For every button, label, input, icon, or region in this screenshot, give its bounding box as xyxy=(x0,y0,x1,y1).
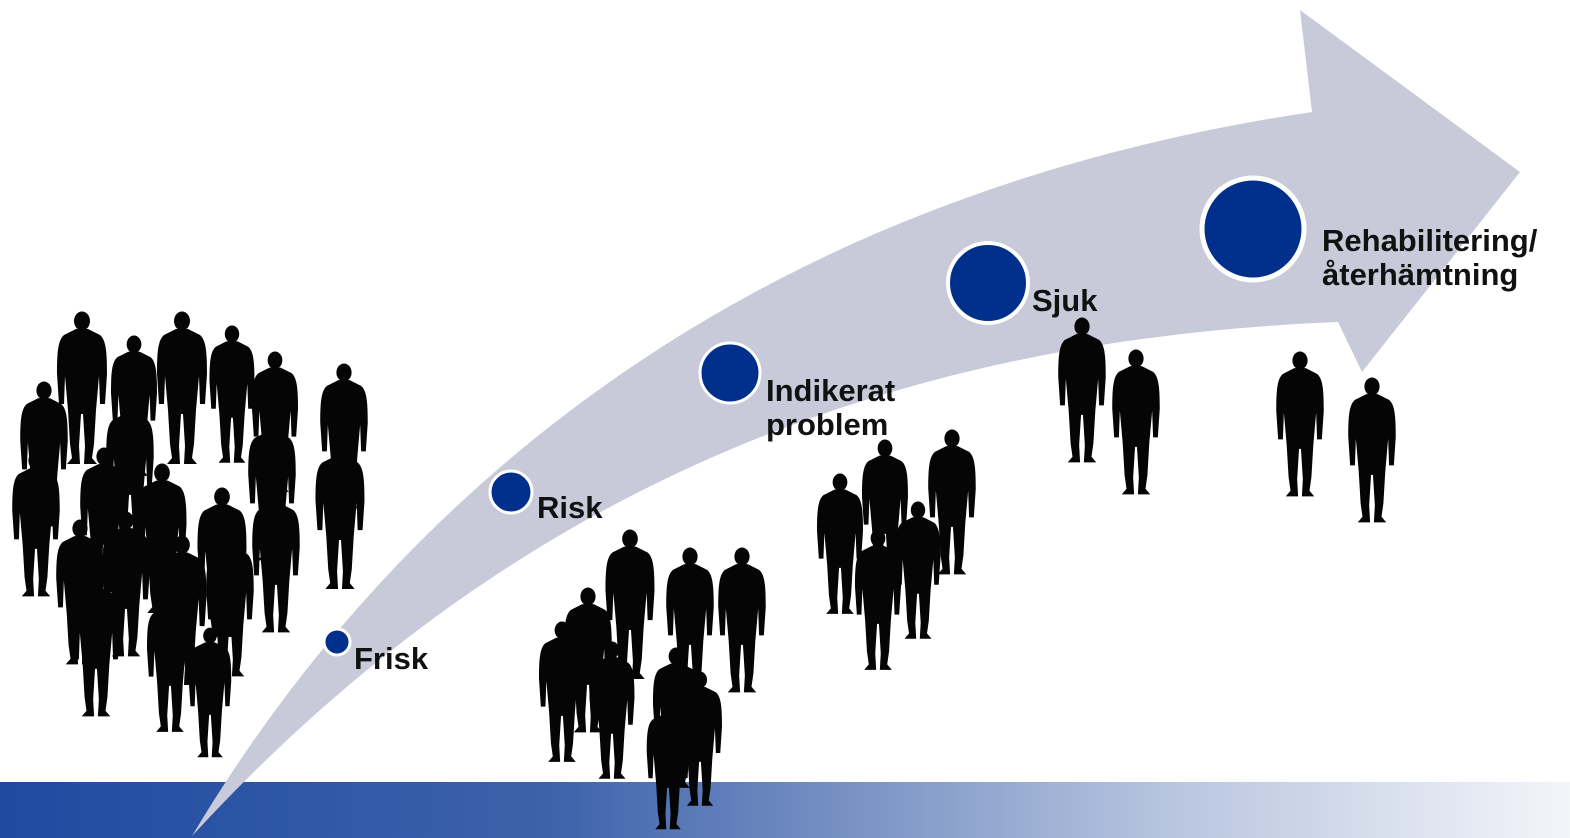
people-layer xyxy=(12,311,1396,830)
stage-dot-frisk xyxy=(322,627,352,657)
person-silhouette xyxy=(1112,349,1160,495)
stage-markers xyxy=(322,175,1307,657)
person-silhouette xyxy=(1058,317,1106,463)
person-silhouette xyxy=(147,591,193,732)
person-silhouette xyxy=(718,547,766,693)
people-group-rehab-pair xyxy=(1276,351,1396,523)
stage-label-frisk: Frisk xyxy=(354,641,429,676)
person-silhouette xyxy=(57,311,107,464)
person-silhouette xyxy=(817,473,863,614)
stage-label-sjuk: Sjuk xyxy=(1032,283,1098,318)
person-silhouette xyxy=(72,571,120,717)
person-silhouette xyxy=(646,699,690,830)
person-silhouette xyxy=(157,311,207,464)
person-silhouette xyxy=(678,671,722,806)
person-silhouette xyxy=(589,641,635,779)
stage-label-rehabilitering: Rehabilitering/ återhämtning xyxy=(1322,223,1538,292)
bottom-gradient-band xyxy=(0,782,1570,838)
people-group-indikerat-crowd xyxy=(817,429,976,670)
stage-dot-indikerat xyxy=(698,341,762,405)
person-silhouette xyxy=(209,325,255,463)
person-silhouette xyxy=(12,451,60,597)
person-silhouette xyxy=(252,487,300,633)
stage-dot-sjuk xyxy=(946,241,1030,325)
person-silhouette xyxy=(895,501,941,639)
people-group-sjuk-pair xyxy=(1058,317,1160,495)
people-group-frisk-crowd xyxy=(12,311,368,758)
person-silhouette xyxy=(1276,351,1324,497)
person-silhouette xyxy=(855,529,901,670)
stage-label-indikerat-problem: Indikerat problem xyxy=(766,373,896,442)
person-silhouette xyxy=(539,621,585,762)
progression-arrow xyxy=(192,10,1520,836)
stage-dot-rehab xyxy=(1199,175,1307,283)
person-silhouette xyxy=(315,439,365,589)
people-group-risk-crowd xyxy=(539,529,766,830)
person-silhouette xyxy=(1348,377,1396,523)
person-silhouette xyxy=(188,627,232,758)
stage-dot-risk xyxy=(488,469,534,515)
stage-label-risk: Risk xyxy=(537,490,603,525)
